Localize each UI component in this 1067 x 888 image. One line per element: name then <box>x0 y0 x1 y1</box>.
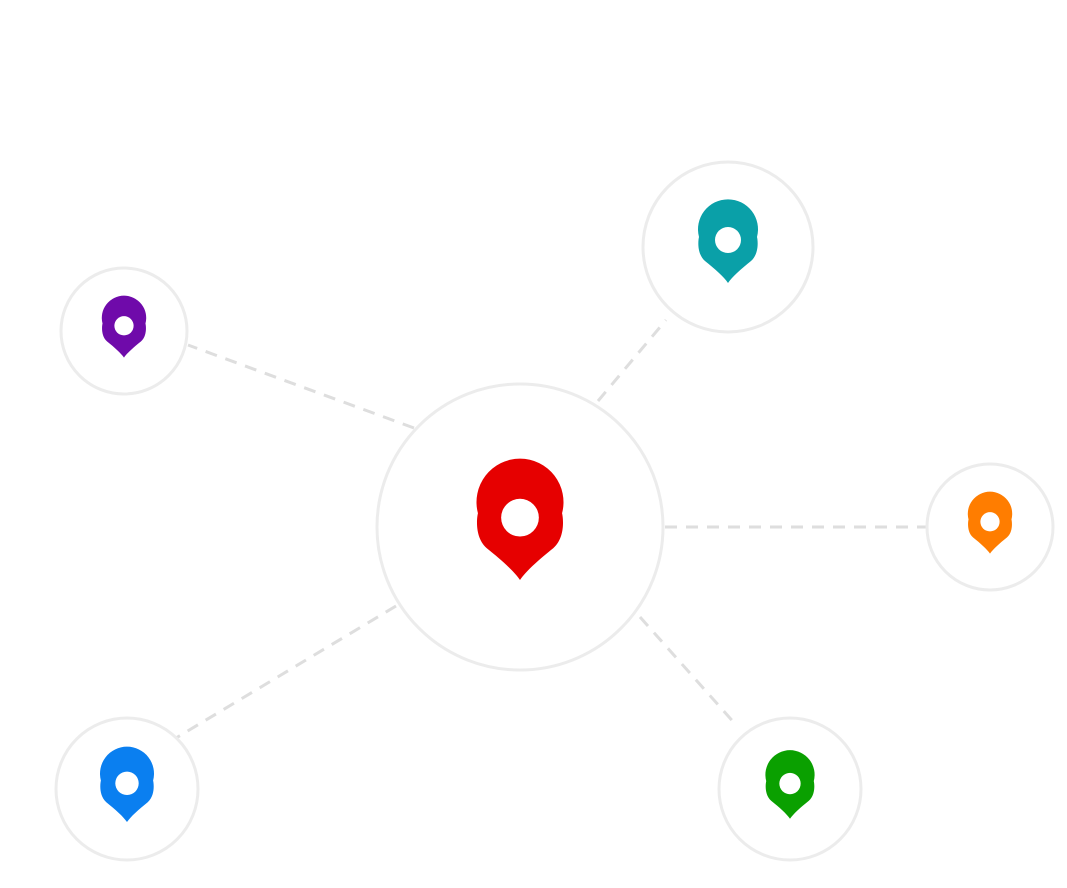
satellite-node-top-right <box>641 160 815 334</box>
satellite-node-right <box>925 462 1055 592</box>
connector-top-right <box>596 319 668 402</box>
map-pin-icon <box>476 458 564 580</box>
map-pin-icon <box>100 746 154 822</box>
map-pin-icon <box>698 199 758 283</box>
satellite-node-bottom-right <box>717 716 863 862</box>
connector-bottom-left <box>175 604 397 740</box>
connector-bottom-right <box>638 616 739 727</box>
map-pin-icon <box>967 491 1013 554</box>
connector-left <box>187 343 415 430</box>
map-pin-icon <box>765 750 815 819</box>
hub-node <box>375 382 665 672</box>
satellite-node-bottom-left <box>54 716 200 862</box>
map-pin-icon <box>101 295 147 358</box>
connectors <box>175 319 926 740</box>
satellite-node-left <box>59 266 189 396</box>
